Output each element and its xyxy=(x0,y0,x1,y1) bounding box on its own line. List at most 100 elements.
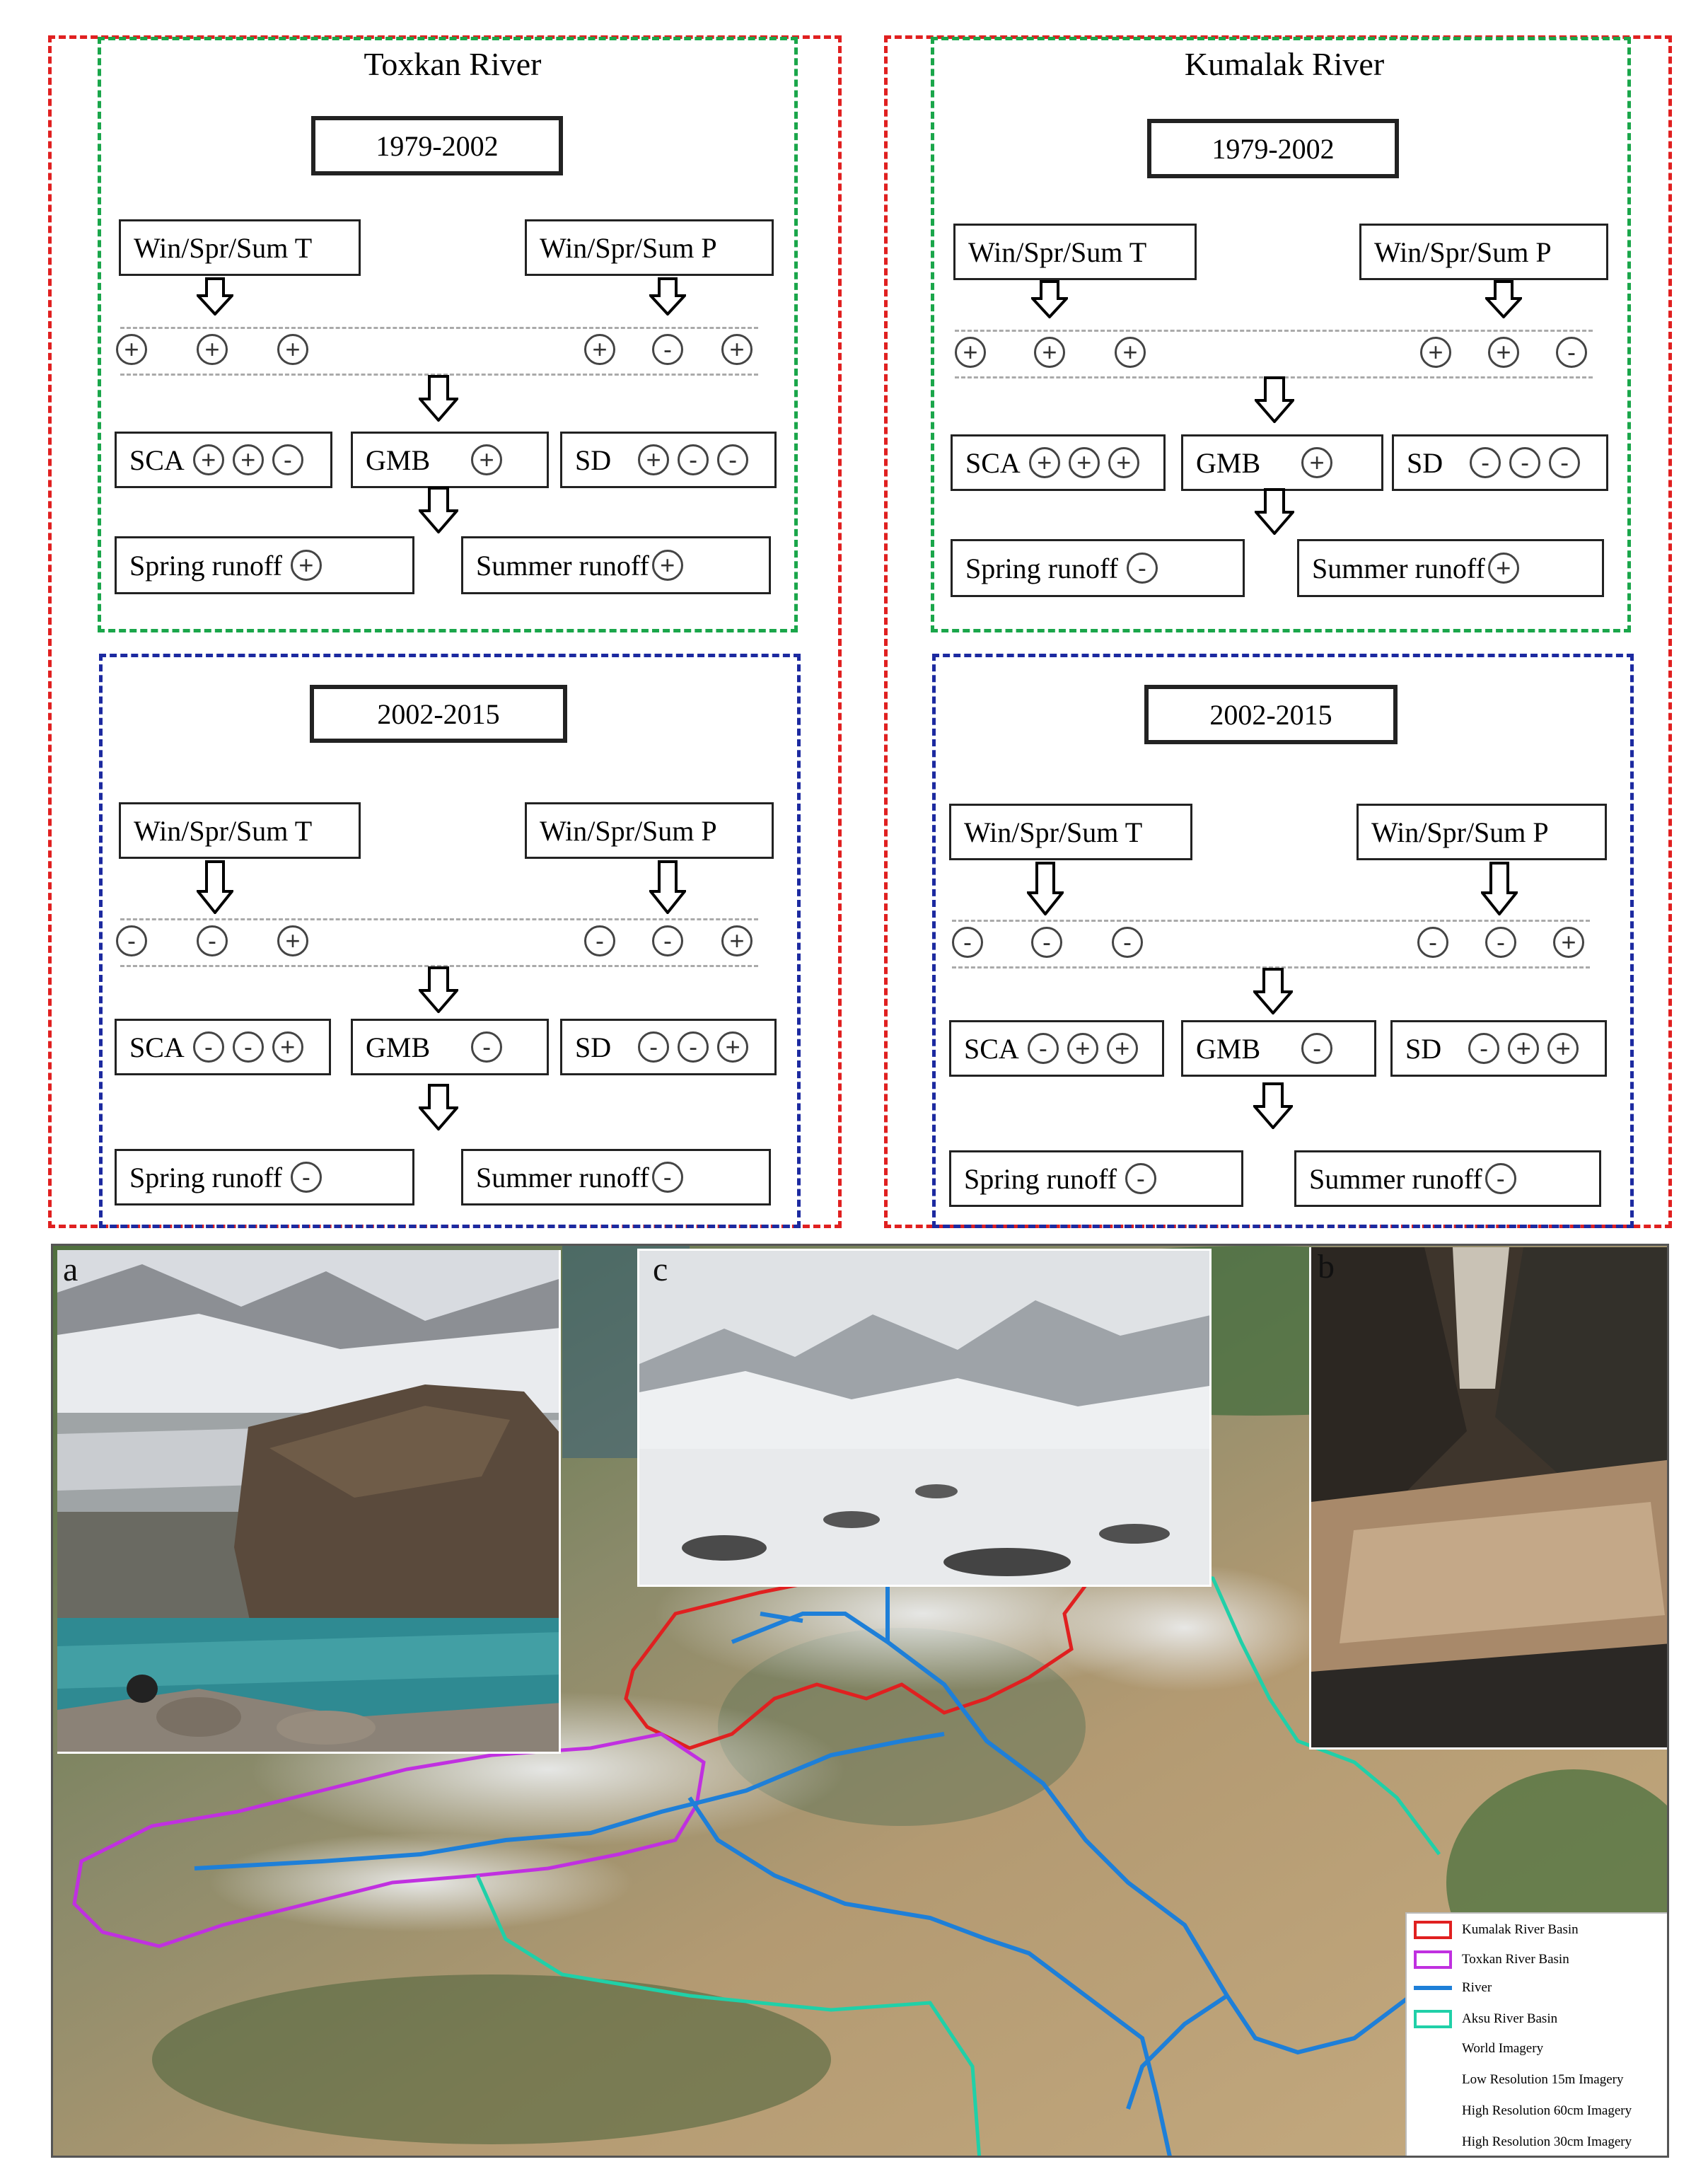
down-arrow-icon xyxy=(197,860,233,914)
kumalak-p2-temp-box: Win/Spr/Sum T xyxy=(949,804,1192,860)
down-arrow-icon xyxy=(1255,376,1294,423)
legend-item: Toxkan River Basin xyxy=(1414,1950,1569,1969)
toxkan-p1-precip-win-sign: + xyxy=(584,334,615,365)
legend-item: River xyxy=(1414,1980,1492,1996)
kumalak-p2-precip-box: Win/Spr/Sum P xyxy=(1356,804,1607,860)
down-arrow-icon xyxy=(419,375,458,422)
sign-icon: + xyxy=(1301,447,1333,478)
sign-icon: - xyxy=(1468,1033,1500,1064)
toxkan-p2-summer-box: Summer runoff- xyxy=(461,1149,771,1205)
snowy-glacier-photo xyxy=(639,1251,1209,1585)
toxkan-p1-precip-box: Win/Spr/Sum P xyxy=(525,219,774,276)
sign-icon: + xyxy=(1508,1033,1540,1064)
photo-c xyxy=(637,1249,1212,1587)
dashed-separator xyxy=(120,327,758,329)
toxkan-title: Toxkan River xyxy=(364,46,542,82)
sign-icon: + xyxy=(272,1031,303,1063)
sign-icon: + xyxy=(471,444,503,475)
map-legend: Kumalak River Basin Toxkan River Basin R… xyxy=(1405,1912,1667,2156)
dashed-separator xyxy=(952,966,1590,969)
kumalak-p1-sca-box: SCA+++ xyxy=(951,434,1166,491)
sign-icon: - xyxy=(717,444,749,475)
toxkan-p1-summer-box: Summer runoff+ xyxy=(461,536,771,594)
kumalak-p2-temp-sum-sign: - xyxy=(1112,927,1143,958)
toxkan-p2-precip-sum-sign: + xyxy=(721,925,753,956)
toxkan-basin-swatch xyxy=(1414,1950,1452,1969)
kumalak-p1-sd-box: SD--- xyxy=(1392,434,1608,491)
kumalak-p1-gmb-box: GMB+ xyxy=(1181,434,1383,491)
kumalak-period1-years: 1979-2002 xyxy=(1147,119,1399,178)
kumalak-p2-precip-sum-sign: + xyxy=(1553,927,1584,958)
dashed-separator xyxy=(120,374,758,376)
sign-icon: + xyxy=(1108,447,1139,478)
canyon-flood-photo xyxy=(1311,1247,1667,1747)
down-arrow-icon xyxy=(1027,862,1064,915)
toxkan-p2-spring-box: Spring runoff- xyxy=(115,1149,414,1205)
legend-item: World Imagery xyxy=(1462,2041,1544,2056)
dashed-separator xyxy=(120,965,758,967)
sign-icon: - xyxy=(678,1031,709,1063)
toxkan-p1-temp-spr-sign: + xyxy=(197,334,228,365)
toxkan-p2-gmb-box: GMB- xyxy=(351,1019,549,1075)
kumalak-p1-temp-box: Win/Spr/Sum T xyxy=(953,224,1197,280)
down-arrow-icon xyxy=(419,966,458,1013)
photo-b-label: b xyxy=(1318,1248,1335,1285)
sign-icon: - xyxy=(232,1031,264,1063)
down-arrow-icon xyxy=(419,487,458,533)
sign-icon: + xyxy=(290,550,322,581)
sign-icon: - xyxy=(1126,553,1158,584)
sign-icon: - xyxy=(192,1031,224,1063)
kumalak-p1-precip-box: Win/Spr/Sum P xyxy=(1359,224,1608,280)
photo-c-label: c xyxy=(653,1251,668,1288)
down-arrow-icon xyxy=(649,860,686,914)
down-arrow-icon xyxy=(419,1084,458,1131)
toxkan-p1-temp-win-sign: + xyxy=(116,334,147,365)
down-arrow-icon xyxy=(197,277,233,316)
kumalak-title: Kumalak River xyxy=(1184,46,1385,82)
down-arrow-icon xyxy=(1253,968,1293,1014)
toxkan-period2-years: 2002-2015 xyxy=(310,685,567,743)
legend-item: Kumalak River Basin xyxy=(1414,1921,1579,1939)
kumalak-p1-precip-sum-sign: - xyxy=(1556,337,1587,368)
kumalak-p2-precip-win-sign: - xyxy=(1417,927,1448,958)
toxkan-p2-temp-sum-sign: + xyxy=(277,925,308,956)
toxkan-p2-precip-box: Win/Spr/Sum P xyxy=(525,802,774,859)
sign-icon: + xyxy=(1028,447,1060,478)
down-arrow-icon xyxy=(1485,280,1522,318)
kumalak-p2-temp-win-sign: - xyxy=(952,927,983,958)
sign-icon: - xyxy=(678,444,709,475)
photo-a-label: a xyxy=(63,1251,79,1288)
down-arrow-icon xyxy=(1255,488,1294,535)
toxkan-period2-frame xyxy=(99,654,801,1228)
kumalak-p2-sca-box: SCA-++ xyxy=(949,1020,1164,1077)
sign-icon: - xyxy=(1125,1163,1156,1194)
river-swatch xyxy=(1414,1986,1452,1990)
toxkan-p1-temp-box: Win/Spr/Sum T xyxy=(119,219,361,276)
toxkan-p2-temp-spr-sign: - xyxy=(197,925,228,956)
dashed-separator xyxy=(952,920,1590,922)
toxkan-p1-precip-spr-sign: - xyxy=(652,334,683,365)
photo-b xyxy=(1309,1247,1667,1750)
toxkan-p1-gmb-box: GMB+ xyxy=(351,432,549,488)
sign-icon: + xyxy=(638,444,670,475)
sign-icon: + xyxy=(1068,447,1100,478)
sign-icon: - xyxy=(1549,447,1581,478)
down-arrow-icon xyxy=(649,277,686,316)
aksu-basin-swatch xyxy=(1414,2010,1452,2028)
kumalak-p2-spring-box: Spring runoff- xyxy=(949,1150,1243,1207)
sign-icon: - xyxy=(1509,447,1541,478)
toxkan-p1-sd-box: SD+-- xyxy=(560,432,777,488)
legend-item: High Resolution 30cm Imagery xyxy=(1462,2134,1632,2149)
toxkan-p1-spring-box: Spring runoff+ xyxy=(115,536,414,594)
sign-icon: + xyxy=(717,1031,749,1063)
sign-icon: - xyxy=(272,444,303,475)
sign-icon: - xyxy=(290,1162,322,1193)
toxkan-period1-years: 1979-2002 xyxy=(311,116,563,175)
sign-icon: + xyxy=(1487,553,1519,584)
down-arrow-icon xyxy=(1253,1082,1293,1129)
kumalak-p2-precip-spr-sign: - xyxy=(1485,927,1516,958)
sign-icon: + xyxy=(232,444,264,475)
toxkan-p1-sca-box: SCA++- xyxy=(115,432,332,488)
toxkan-period1-frame xyxy=(98,37,798,632)
sign-icon: - xyxy=(1485,1163,1516,1194)
